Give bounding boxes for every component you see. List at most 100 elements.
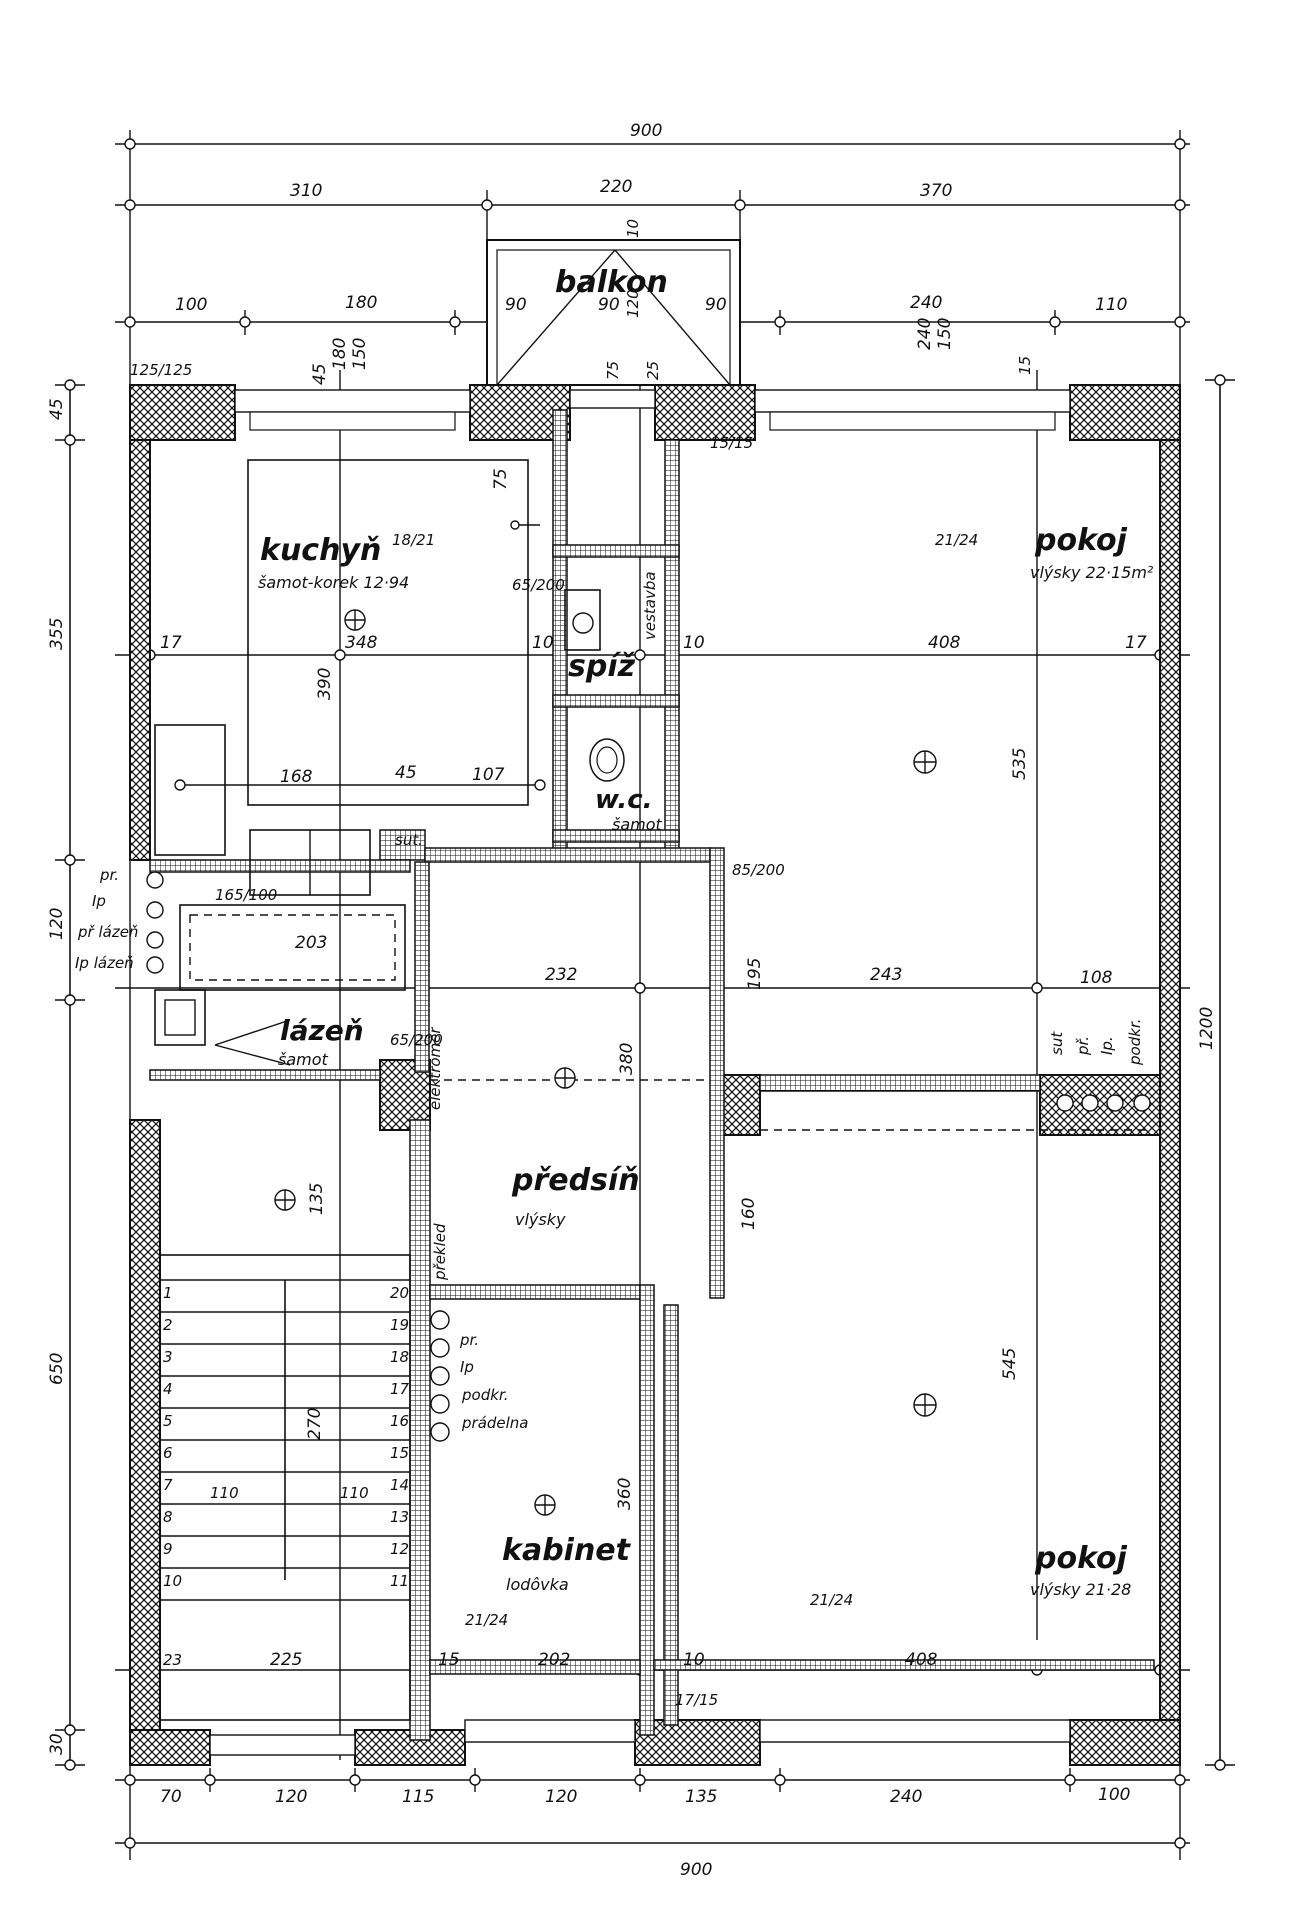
dim-row2-2: 90 bbox=[505, 295, 527, 315]
dim-left-2: 120 bbox=[47, 908, 67, 940]
dim-kitchen-75: 75 bbox=[491, 468, 511, 490]
ip-lazen-label: Ip lázeň bbox=[75, 954, 134, 972]
stair-3: 3 bbox=[163, 1348, 173, 1366]
dim-left-1: 355 bbox=[47, 618, 67, 650]
dim-k2: 180 bbox=[330, 338, 350, 370]
bathroom: 203 165/100 65/200 lázeň šamot pr. Ip př… bbox=[75, 831, 443, 1069]
stair-17: 17 bbox=[390, 1380, 410, 1398]
dim-room1-15: 15 bbox=[1016, 356, 1034, 375]
ip-label: Ip bbox=[92, 892, 106, 910]
stair-13: 13 bbox=[390, 1508, 409, 1526]
prekled-label: překled bbox=[431, 1223, 449, 1281]
dim-row2-1: 180 bbox=[345, 293, 377, 313]
dim-room1-535: 535 bbox=[1010, 748, 1030, 780]
windows bbox=[209, 389, 1071, 1756]
pr-lazen-label: př lázeň bbox=[77, 923, 138, 941]
dim-kitchen-390: 390 bbox=[315, 668, 335, 700]
wc-floor: šamot bbox=[612, 815, 663, 834]
dim-room2-545: 545 bbox=[1000, 1348, 1020, 1380]
dim-left-4: 30 bbox=[47, 1733, 67, 1755]
stair-19: 19 bbox=[390, 1316, 409, 1334]
pr-right-label: př. bbox=[1074, 1036, 1092, 1056]
dim-kitchen-348: 348 bbox=[345, 633, 378, 653]
stair-11: 11 bbox=[390, 1572, 409, 1590]
dimension-nodes bbox=[64, 138, 1226, 1849]
stair-5: 5 bbox=[163, 1412, 173, 1430]
stair-16: 16 bbox=[390, 1412, 409, 1430]
kuchyn-code: 18/21 bbox=[392, 531, 435, 549]
vestavba-label: vestavba bbox=[641, 571, 659, 640]
pokoj2-label: pokoj bbox=[1034, 1541, 1128, 1576]
dim-kitchen-45: 45 bbox=[395, 763, 417, 783]
dim-hall-85-200: 85/200 bbox=[732, 861, 785, 879]
dim-bath-203: 203 bbox=[295, 933, 327, 953]
dim-bottom-0: 70 bbox=[160, 1787, 182, 1807]
kuchyn-floor: šamot-korek 12·94 bbox=[258, 573, 409, 592]
dim-cab-360: 360 bbox=[615, 1478, 635, 1510]
kabinet-label: kabinet bbox=[502, 1533, 632, 1568]
dim-k3: 150 bbox=[350, 338, 370, 370]
dimension-texts: 900 310 220 370 100 180 90 90 90 240 110… bbox=[47, 121, 1217, 1880]
dim-k1: 45 bbox=[310, 363, 330, 385]
dim-kitchen-65-200: 65/200 bbox=[512, 576, 565, 594]
dim-bottom-6: 100 bbox=[1098, 1785, 1130, 1805]
dim-hall-380: 380 bbox=[617, 1043, 637, 1075]
balkon-label: balkon bbox=[555, 265, 668, 300]
stair-15: 15 bbox=[390, 1444, 409, 1462]
dim-room1-10: 10 bbox=[683, 633, 705, 653]
dim-room1-150: 150 bbox=[935, 318, 955, 350]
stair-14: 14 bbox=[390, 1476, 409, 1494]
predsin-label: předsíň bbox=[511, 1163, 640, 1198]
dim-row2-0: 100 bbox=[175, 295, 207, 315]
stair-8: 8 bbox=[163, 1508, 173, 1526]
partitions bbox=[149, 409, 1155, 1741]
pr-small-label: pr. bbox=[459, 1331, 479, 1349]
stair-1: 1 bbox=[163, 1284, 173, 1302]
dim-b1: 10 bbox=[624, 219, 642, 238]
sut-label: sut. bbox=[395, 831, 423, 849]
dim-kitchen-10: 10 bbox=[532, 633, 554, 653]
dim-top-2: 370 bbox=[920, 181, 952, 201]
pokoj1-label: pokoj bbox=[1034, 523, 1128, 558]
dim-left-3: 650 bbox=[47, 1353, 67, 1385]
stair-20: 20 bbox=[390, 1284, 409, 1302]
dim-b4: 25 bbox=[644, 361, 662, 380]
dim-right: 1200 bbox=[1197, 1007, 1217, 1050]
room-pokoj-1: pokoj vlýsky 22·15m² 21/24 408 17 10 535… bbox=[683, 318, 1154, 1112]
kuchyn-label: kuchyň bbox=[260, 533, 381, 568]
dim-room1-win: 15/15 bbox=[710, 434, 753, 452]
dim-room1-108: 108 bbox=[1080, 968, 1113, 988]
kabinet-code: 21/24 bbox=[465, 1611, 508, 1629]
dim-room2-408: 408 bbox=[905, 1650, 938, 1670]
stair-4: 4 bbox=[163, 1380, 173, 1398]
dim-kitchen-107: 107 bbox=[472, 765, 505, 785]
outer-walls bbox=[129, 384, 1181, 1766]
dim-stair-225: 225 bbox=[270, 1650, 302, 1670]
stair-18: 18 bbox=[390, 1348, 409, 1366]
pr-label: pr. bbox=[99, 866, 119, 884]
lazen-label: lázeň bbox=[280, 1014, 364, 1047]
dim-top-1: 220 bbox=[600, 177, 632, 197]
dim-room1-17: 17 bbox=[1125, 633, 1147, 653]
dim-room1-243: 243 bbox=[870, 965, 902, 985]
dim-bath-65-200: 65/200 bbox=[390, 1031, 443, 1049]
dim-hall-195: 195 bbox=[745, 958, 765, 990]
spiz-label: spíž bbox=[568, 649, 636, 684]
dim-total-top: 900 bbox=[630, 121, 662, 141]
pantry-wc: spíž vestavba w.c. šamot bbox=[564, 571, 663, 834]
kitchen: kuchyň šamot-korek 12·94 18/21 348 390 1… bbox=[154, 459, 565, 896]
stair-2: 2 bbox=[163, 1316, 173, 1334]
lazen-floor: šamot bbox=[278, 1050, 329, 1069]
dim-room1-408: 408 bbox=[928, 633, 961, 653]
dim-row2-6: 110 bbox=[1095, 295, 1127, 315]
staircase: 1 2 3 4 5 6 7 8 9 10 11 12 13 14 15 16 1… bbox=[159, 1183, 411, 1721]
ip-right-label: Ip. bbox=[1098, 1036, 1116, 1055]
room-pokoj-2: pokoj vlýsky 21·28 21/24 545 408 10 17/1… bbox=[675, 1348, 1131, 1709]
dim-b2: 120 bbox=[624, 289, 642, 318]
dim-bottom-5: 240 bbox=[890, 1787, 922, 1807]
dim-stair-23: 23 bbox=[163, 1651, 182, 1669]
dim-bottom-1: 120 bbox=[275, 1787, 307, 1807]
dim-kitchen-17: 17 bbox=[160, 633, 182, 653]
balcony: balkon bbox=[486, 239, 741, 386]
